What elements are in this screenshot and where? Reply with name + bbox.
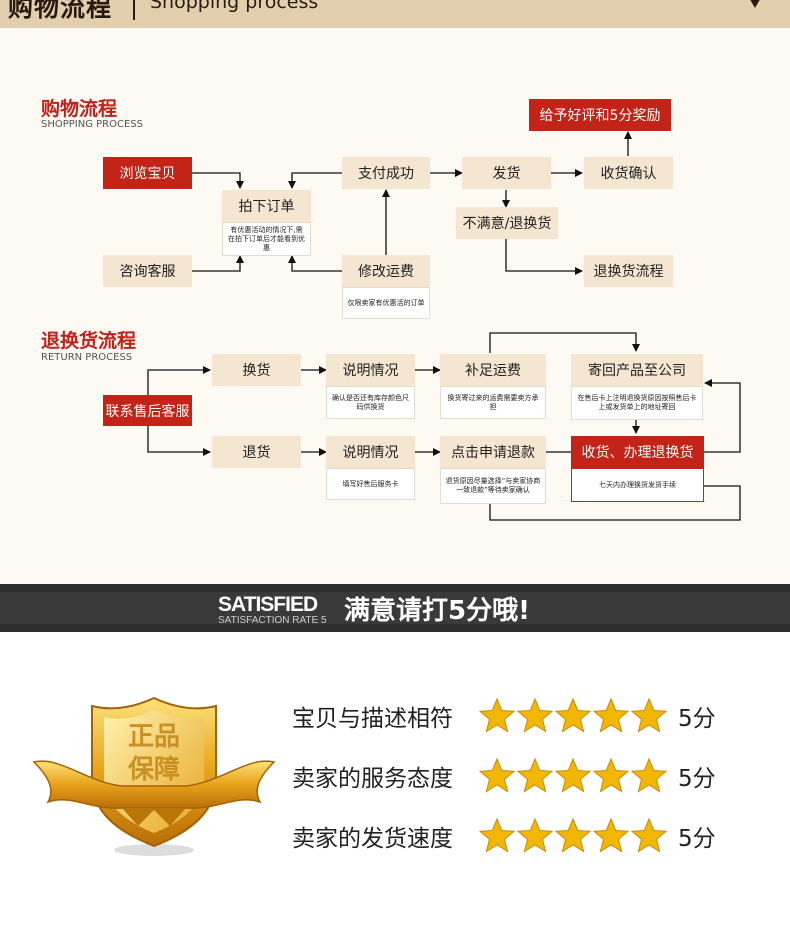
note-explain1: 确认是否还有库存颜色尺码供换货 bbox=[326, 386, 415, 419]
rating-stars bbox=[478, 757, 668, 795]
diagram-connectors bbox=[147, 131, 741, 521]
node-process: 收货、办理退换货 bbox=[571, 436, 704, 468]
note-apply: 退货原因尽量选择“与卖家协商一致退款”等待卖家确认 bbox=[440, 468, 546, 504]
node-consult: 咨询客服 bbox=[103, 255, 192, 287]
chevron-down-icon[interactable] bbox=[748, 0, 762, 8]
star-icon[interactable] bbox=[630, 697, 668, 735]
node-review: 给予好评和5分奖励 bbox=[529, 99, 671, 131]
banner-divider bbox=[133, 0, 135, 20]
rating-score: 5分 bbox=[678, 826, 716, 852]
rating-stars bbox=[478, 697, 668, 735]
node-confirm: 收货确认 bbox=[584, 157, 673, 189]
star-icon[interactable] bbox=[478, 817, 516, 855]
node-exchange: 换货 bbox=[212, 354, 301, 386]
star-icon[interactable] bbox=[554, 757, 592, 795]
node-explain2: 说明情况 bbox=[326, 436, 415, 468]
node-supplement: 补足运费 bbox=[440, 354, 546, 386]
note-send-back: 在售后卡上注明退换货原因按照售后卡上或发货单上的地址寄回 bbox=[571, 386, 703, 420]
note-explain2: 填写好售后服务卡 bbox=[326, 468, 415, 500]
node-explain1: 说明情况 bbox=[326, 354, 415, 386]
shopping-section-subtitle: SHOPPING PROCESS bbox=[41, 119, 144, 130]
note-supplement: 换货寄过来的运费需要卖方承担 bbox=[440, 386, 546, 419]
shopping-section-title: 购物流程 bbox=[41, 98, 118, 120]
note-modify: 仅限卖家有优惠活的订单 bbox=[342, 287, 430, 319]
satisfaction-en: SATISFIED bbox=[218, 593, 318, 616]
node-ship: 发货 bbox=[462, 157, 551, 189]
satisfaction-en-sub: SATISFACTION RATE 5 bbox=[218, 615, 327, 626]
satisfaction-banner: SATISFIED SATISFACTION RATE 5 满意请打5分哦! bbox=[0, 584, 790, 632]
star-icon[interactable] bbox=[516, 697, 554, 735]
rating-label: 宝贝与描述相符 bbox=[292, 706, 453, 732]
star-icon[interactable] bbox=[554, 697, 592, 735]
star-icon[interactable] bbox=[592, 697, 630, 735]
node-modify: 修改运费 bbox=[342, 255, 430, 287]
note-order: 有优惠活动的情况下,需在拍下订单后才能看到优惠 bbox=[222, 222, 311, 256]
star-icon[interactable] bbox=[554, 817, 592, 855]
star-icon[interactable] bbox=[592, 817, 630, 855]
rating-label: 卖家的服务态度 bbox=[292, 766, 453, 792]
rating-score: 5分 bbox=[678, 766, 716, 792]
node-order: 拍下订单 bbox=[222, 190, 311, 222]
rating-stars bbox=[478, 817, 668, 855]
rating-row: 卖家的服务态度 5分 bbox=[292, 756, 716, 796]
star-icon[interactable] bbox=[478, 697, 516, 735]
returns-section-subtitle: RETURN PROCESS bbox=[41, 352, 133, 363]
returns-section-title: 退换货流程 bbox=[41, 330, 137, 352]
badge-line2: 保障 bbox=[127, 754, 180, 785]
star-icon[interactable] bbox=[478, 757, 516, 795]
node-send-back: 寄回产品至公司 bbox=[571, 354, 703, 386]
star-icon[interactable] bbox=[592, 757, 630, 795]
banner-title: 购物流程 bbox=[8, 0, 113, 22]
star-icon[interactable] bbox=[516, 817, 554, 855]
node-pay: 支付成功 bbox=[342, 157, 430, 189]
rating-score: 5分 bbox=[678, 706, 716, 732]
rating-row: 宝贝与描述相符 5分 bbox=[292, 696, 716, 736]
rating-label: 卖家的发货速度 bbox=[292, 826, 453, 852]
node-unsatisfied: 不满意/退换货 bbox=[456, 207, 558, 239]
badge-line1: 正品 bbox=[128, 722, 180, 752]
satisfaction-band bbox=[0, 592, 790, 624]
top-banner: 购物流程 Shopping process bbox=[0, 0, 790, 28]
node-contact: 联系售后客服 bbox=[103, 395, 192, 426]
banner-subtitle: Shopping process bbox=[150, 0, 319, 13]
star-icon[interactable] bbox=[630, 757, 668, 795]
node-refund: 退货 bbox=[212, 436, 301, 468]
satisfaction-zh: 满意请打5分哦! bbox=[344, 596, 530, 626]
note-process: 七天内办理换货发货手续 bbox=[571, 468, 704, 502]
node-browse: 浏览宝贝 bbox=[103, 157, 192, 189]
rating-row: 卖家的发货速度 5分 bbox=[292, 816, 716, 856]
node-apply: 点击申请退款 bbox=[440, 436, 546, 468]
star-icon[interactable] bbox=[630, 817, 668, 855]
authentic-badge-icon: 正品 保障 bbox=[32, 696, 276, 856]
star-icon[interactable] bbox=[516, 757, 554, 795]
node-return-flow: 退换货流程 bbox=[584, 255, 673, 287]
